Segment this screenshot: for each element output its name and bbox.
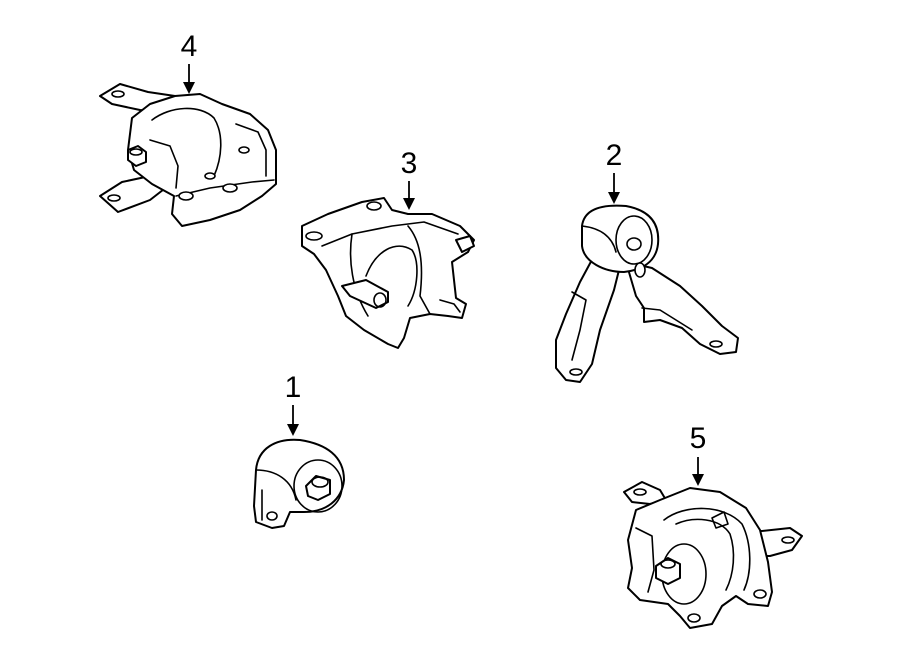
part-3-bracket: 3 (301, 147, 475, 349)
callout-4-arrowhead (183, 82, 195, 94)
callout-4-label: 4 (181, 30, 198, 63)
part-1-mount: 1 (253, 371, 345, 529)
callout-3-arrowhead (403, 198, 415, 210)
callout-1-label: 1 (285, 371, 302, 404)
part-5-mount: 5 (623, 422, 803, 629)
callout-5-label: 5 (690, 422, 707, 455)
callout-2-arrowhead (608, 192, 620, 204)
callout-3-label: 3 (401, 147, 418, 180)
part-4-mount: 4 (99, 30, 277, 227)
callout-5-arrowhead (692, 474, 704, 486)
part-2-mount: 2 (555, 139, 739, 383)
callout-1-arrowhead (287, 424, 299, 436)
callout-2-label: 2 (606, 139, 623, 172)
